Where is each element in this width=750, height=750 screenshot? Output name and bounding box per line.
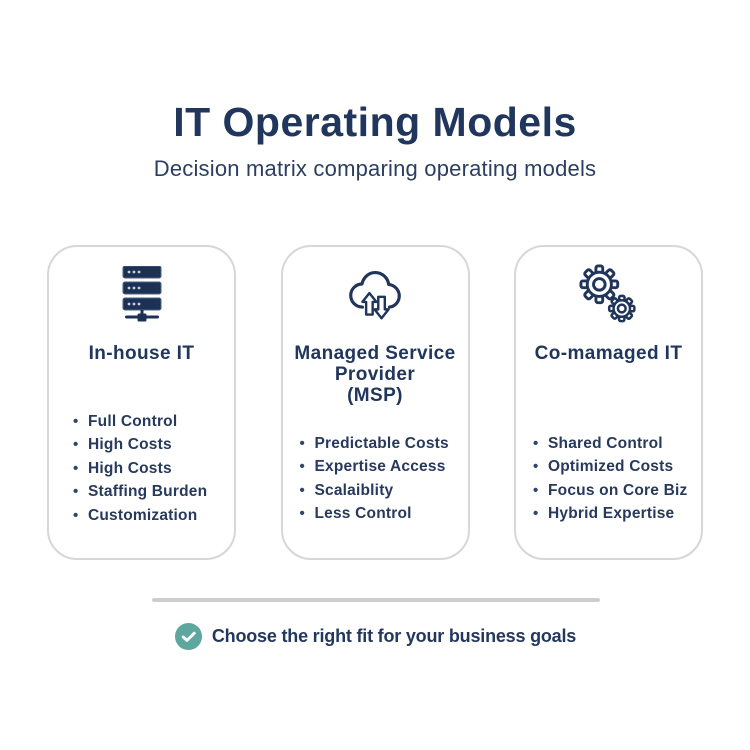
gears-icon [578,264,640,323]
card-title: In-house IT [89,343,195,364]
card-title-line: Provider [334,364,416,385]
bullet-item: High Costs [73,457,234,481]
card-title: Co-mamaged IT [535,343,683,364]
bullet-item: Predictable Costs [300,432,468,456]
page-title: IT Operating Models [173,99,577,145]
card-co-managed-it: Co-mamaged IT Shared Control Optimized C… [514,245,703,560]
divider-line [152,598,600,602]
cloud-sync-icon [347,265,403,323]
footer-note: Choose the right fit for your business g… [211,626,577,646]
bullet-item: Less Control [300,502,468,526]
bullet-item: Focus on Core Biz [533,479,701,503]
footer: Choose the right fit for your business g… [0,622,750,651]
header: IT Operating Models Decision matrix comp… [0,0,750,182]
bullet-item: High Costs [73,433,234,457]
card-msp: Managed Service Provider (MSP) Predictab… [280,245,470,560]
server-icon [122,265,162,323]
card-bullet-list: Shared Control Optimized Costs Focus on … [516,432,701,526]
card-bullet-list: Predictable Costs Expertise Access Scala… [283,432,468,526]
card-bullet-list: Full Control High Costs High Costs Staff… [49,410,234,527]
bullet-item: Customization [73,504,234,528]
card-title-line: In-house IT [88,343,195,364]
card-title-line: (MSP) [347,385,403,406]
page-subtitle: Decision matrix comparing operating mode… [153,156,597,181]
bullet-item: Expertise Access [300,455,468,479]
bullet-item: Full Control [73,410,234,434]
check-circle-icon [174,622,203,651]
bullet-item: Staffing Burden [73,480,234,504]
bullet-item: Optimized Costs [533,455,701,479]
cards-row: In-house IT Full Control High Costs High… [47,245,703,560]
bullet-item: Shared Control [533,432,701,456]
card-title-line: Co-mamaged IT [534,343,683,364]
bullet-item: Scalaiblity [300,479,468,503]
bullet-item: Hybrid Expertise [533,502,701,526]
card-title-line: Managed Service [294,343,456,364]
card-title: Managed Service Provider (MSP) [294,343,455,406]
card-in-house-it: In-house IT Full Control High Costs High… [47,245,236,560]
